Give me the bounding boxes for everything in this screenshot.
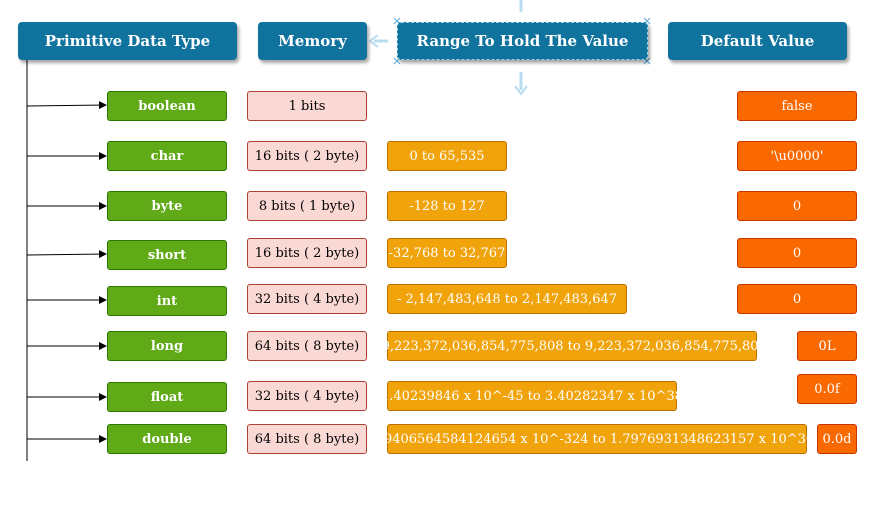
selection-handles bbox=[368, 0, 528, 96]
default-box-int: 0 bbox=[737, 284, 857, 314]
default-box-boolean: false bbox=[737, 91, 857, 121]
type-box-double: double bbox=[107, 424, 227, 454]
range-box-char: 0 to 65,535 bbox=[387, 141, 507, 171]
memory-box-double: 64 bits ( 8 byte) bbox=[247, 424, 367, 454]
header-memory: Memory bbox=[258, 22, 367, 60]
range-box-double: 4.9406564584124654 x 10^-324 to 1.797693… bbox=[372, 424, 822, 454]
type-box-byte: byte bbox=[107, 191, 227, 221]
type-box-boolean: boolean bbox=[107, 91, 227, 121]
default-box-float: 0.0f bbox=[797, 374, 857, 404]
range-box-long: -9,223,372,036,854,775,808 to 9,223,372,… bbox=[377, 331, 767, 361]
memory-box-float: 32 bits ( 4 byte) bbox=[247, 381, 367, 411]
default-box-byte: 0 bbox=[737, 191, 857, 221]
memory-box-long: 64 bits ( 8 byte) bbox=[247, 331, 367, 361]
range-box-short: -32,768 to 32,767 bbox=[387, 238, 507, 268]
memory-box-byte: 8 bits ( 1 byte) bbox=[247, 191, 367, 221]
range-box-float: 1.40239846 x 10^-45 to 3.40282347 x 10^3… bbox=[381, 381, 683, 411]
connector-arrow bbox=[26, 101, 107, 110]
type-box-short: short bbox=[107, 240, 227, 270]
type-box-float: float bbox=[107, 382, 227, 412]
header-primitive-data-type: Primitive Data Type bbox=[18, 22, 237, 60]
type-box-int: int bbox=[107, 286, 227, 316]
memory-box-char: 16 bits ( 2 byte) bbox=[247, 141, 367, 171]
default-box-char: '\u0000' bbox=[737, 141, 857, 171]
default-box-double: 0.0d bbox=[817, 424, 857, 454]
range-box-int: - 2,147,483,648 to 2,147,483,647 bbox=[387, 284, 627, 314]
header-default-value: Default Value bbox=[668, 22, 847, 60]
memory-box-short: 16 bits ( 2 byte) bbox=[247, 238, 367, 268]
memory-box-int: 32 bits ( 4 byte) bbox=[247, 284, 367, 314]
type-box-char: char bbox=[107, 141, 227, 171]
header-range: Range To Hold The Value bbox=[397, 22, 648, 60]
default-box-long: 0L bbox=[797, 331, 857, 361]
range-box-byte: -128 to 127 bbox=[387, 191, 507, 221]
memory-box-boolean: 1 bits bbox=[247, 91, 367, 121]
connector-arrow bbox=[26, 250, 107, 259]
type-box-long: long bbox=[107, 331, 227, 361]
default-box-short: 0 bbox=[737, 238, 857, 268]
